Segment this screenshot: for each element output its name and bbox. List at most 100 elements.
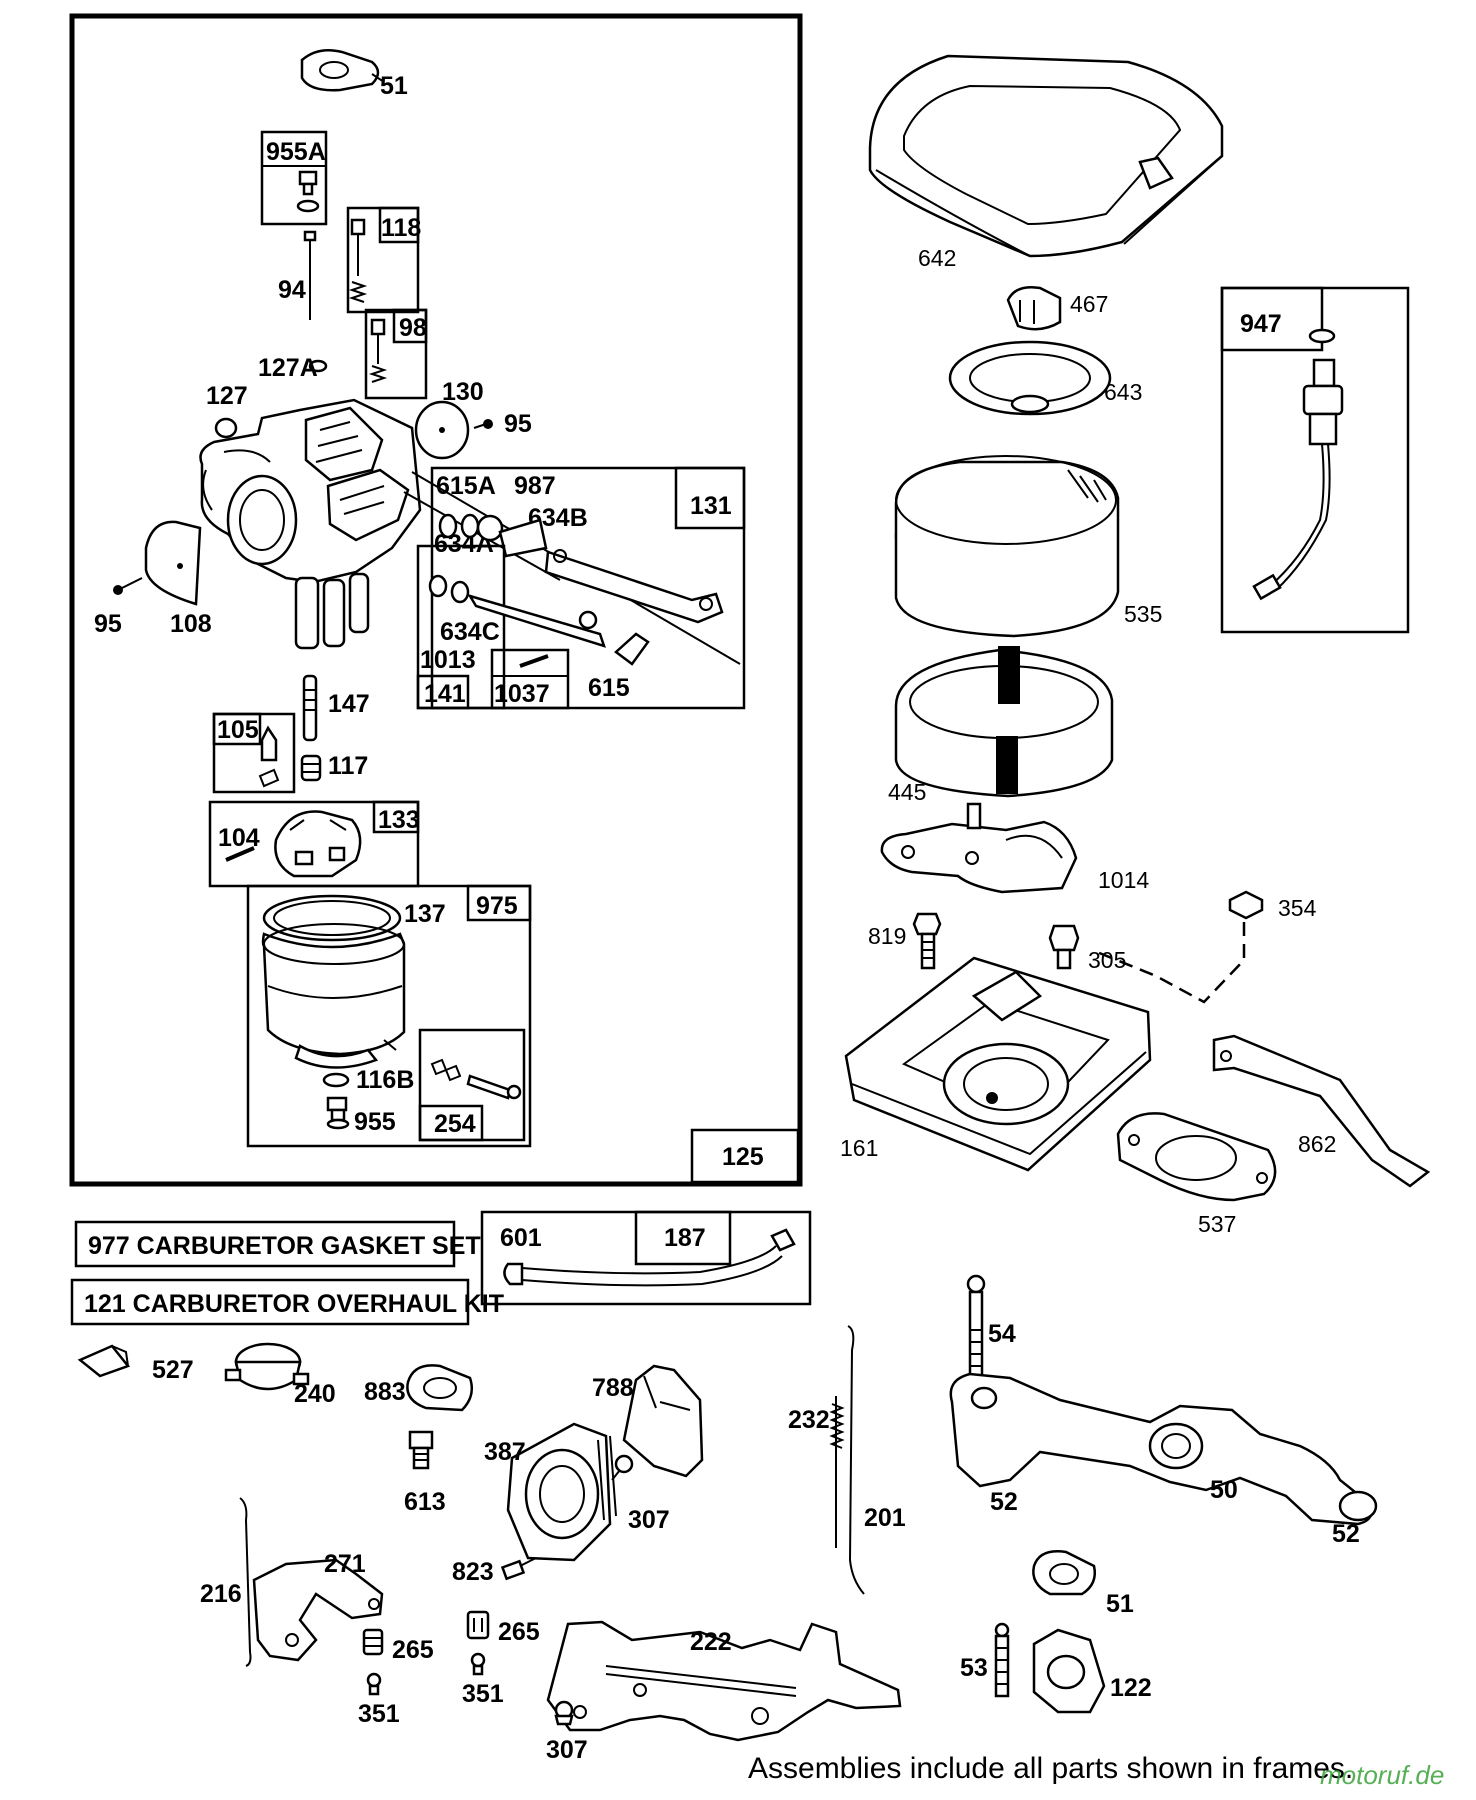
label-130: 130 — [442, 378, 484, 406]
drain-screw-254-icon — [430, 1058, 522, 1100]
label-351-right: 351 — [462, 1680, 504, 1708]
watermark-logo: motoruf.de — [1320, 1760, 1445, 1790]
part-387-throttle-body — [506, 1422, 617, 1562]
label-601: 601 — [500, 1224, 542, 1252]
label-51-bottom: 51 — [1106, 1590, 1134, 1618]
gasket-51-bottom-icon — [1032, 1550, 1096, 1596]
fuel-line-601-icon — [503, 1228, 796, 1287]
label-201: 201 — [864, 1504, 906, 1532]
screw-351-right-icon — [470, 1652, 486, 1676]
label-50: 50 — [1210, 1476, 1238, 1504]
frame-label-955A: 955A — [266, 138, 326, 166]
frame-975 — [246, 884, 532, 1148]
label-117: 117 — [328, 752, 368, 780]
frame-label-105: 105 — [217, 716, 259, 744]
frame-label-1037: 1037 — [494, 680, 550, 708]
frame-label-947: 947 — [1240, 310, 1282, 338]
label-265-right: 265 — [498, 1618, 540, 1646]
label-127A: 127A — [258, 354, 318, 382]
label-615A: 615A — [436, 472, 496, 500]
part-51-gasket-top — [300, 49, 385, 92]
label-161: 161 — [840, 1135, 878, 1161]
label-51-top: 51 — [380, 72, 408, 100]
part-271-lever — [252, 1558, 384, 1662]
frame-label-125: 125 — [722, 1143, 764, 1171]
gasket-537-icon — [1116, 1112, 1277, 1202]
label-52-left: 52 — [990, 1488, 1018, 1516]
label-95-right: 95 — [504, 410, 532, 438]
throttle-shaft-icon — [438, 513, 724, 624]
label-955: 955 — [354, 1108, 396, 1136]
part-527-icon — [77, 1344, 131, 1378]
label-387: 387 — [484, 1438, 526, 1466]
label-351-left: 351 — [358, 1700, 400, 1728]
part-130-throttle-plate — [414, 400, 470, 460]
part-643-dished-washer — [948, 340, 1112, 416]
label-127: 127 — [206, 382, 248, 410]
label-634C: 634C — [440, 618, 500, 646]
part-222-governor-plate — [546, 1620, 902, 1742]
leader-354-dashed — [1091, 922, 1246, 1004]
screw-307-top-icon — [611, 1454, 634, 1481]
frame-label-975: 975 — [476, 892, 518, 920]
screw-307-bottom-icon — [554, 1700, 574, 1726]
label-53: 53 — [960, 1654, 988, 1682]
label-445: 445 — [888, 779, 926, 805]
label-354: 354 — [1278, 895, 1317, 921]
stud-53-icon — [994, 1622, 1010, 1698]
frame-label-187: 187 — [664, 1224, 706, 1252]
kit-121-text: 121 CARBURETOR OVERHAUL KIT — [84, 1290, 504, 1318]
label-116B: 116B — [356, 1066, 414, 1094]
label-1014: 1014 — [1098, 867, 1149, 893]
label-94: 94 — [278, 276, 306, 304]
part-947-solenoid-wire — [1252, 328, 1344, 601]
bolt-819-icon — [912, 912, 942, 970]
label-788: 788 — [592, 1374, 634, 1402]
frame-label-118: 118 — [381, 214, 421, 242]
needle-98-icon — [368, 318, 388, 383]
part-642-air-cleaner-cover — [868, 54, 1224, 258]
label-147: 147 — [328, 690, 370, 718]
bushing-265-left-icon — [362, 1628, 384, 1656]
label-307-bottom: 307 — [546, 1736, 588, 1764]
label-271: 271 — [324, 1550, 366, 1578]
part-50-intake-manifold — [949, 1372, 1378, 1526]
bushing-265-right-icon — [466, 1610, 490, 1640]
frame-label-131: 131 — [690, 492, 732, 520]
label-216: 216 — [200, 1580, 242, 1608]
part-535-precleaner — [894, 455, 1120, 638]
label-615: 615 — [588, 674, 630, 702]
gasket-883-icon — [406, 1364, 473, 1412]
label-240: 240 — [294, 1380, 336, 1408]
rod-216-icon — [239, 1497, 252, 1667]
screw-351-left-icon — [366, 1672, 382, 1696]
part-788-bracket — [622, 1364, 704, 1478]
label-642: 642 — [918, 245, 956, 271]
part-467-knob — [1006, 286, 1062, 331]
label-823: 823 — [452, 1558, 494, 1586]
spring-232-icon — [829, 1325, 865, 1595]
label-862: 862 — [1298, 1131, 1336, 1157]
nut-354-icon — [1228, 890, 1264, 920]
bolt-305-icon — [1048, 924, 1080, 970]
label-108: 108 — [170, 610, 212, 638]
part-108-choke-plate — [144, 520, 202, 606]
frame-125-border — [69, 13, 803, 1187]
label-527: 527 — [152, 1356, 194, 1384]
label-265-left: 265 — [392, 1636, 434, 1664]
label-613: 613 — [404, 1488, 446, 1516]
frame-1037 — [490, 648, 570, 710]
screw-823-icon — [500, 1557, 537, 1581]
label-819: 819 — [868, 923, 906, 949]
label-137: 137 — [404, 900, 446, 928]
frame-label-133: 133 — [378, 806, 420, 834]
frame-label-141: 141 — [424, 680, 466, 708]
label-1013: 1013 — [420, 646, 476, 674]
part-122-spacer — [1032, 1628, 1106, 1714]
float-133-icon — [274, 810, 362, 878]
needle-118-icon — [348, 218, 368, 303]
kit-977-box — [74, 1220, 456, 1268]
part-445-filter-element — [894, 646, 1114, 798]
label-305: 305 — [1088, 947, 1126, 973]
